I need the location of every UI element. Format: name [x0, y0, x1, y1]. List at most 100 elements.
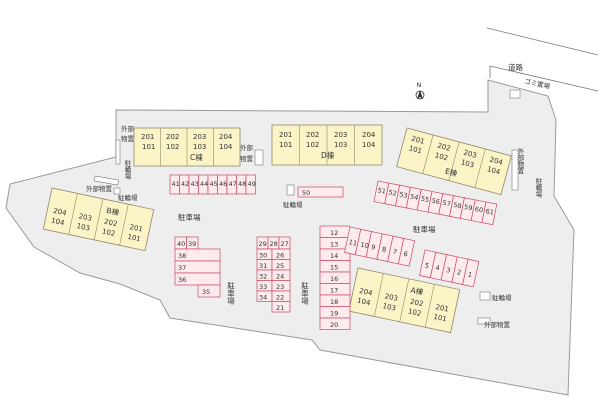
bike-parking-label: 駐輪場	[492, 293, 512, 302]
parking-block-21-34: 29 28 27 30 26 31 25 32 24 33 23 34 22 2…	[256, 236, 291, 313]
unit-label: 203	[463, 149, 478, 160]
parking-space-number: 27	[281, 240, 289, 248]
parking-space-number: 31	[259, 262, 267, 270]
parking-space-number: 37	[178, 264, 186, 272]
parking-space-number: 30	[259, 252, 267, 260]
parking-space-number: 59	[463, 203, 473, 212]
parking-space-number: 44	[200, 180, 208, 188]
parking-space-number: 41	[172, 180, 180, 188]
storage-bike-a: 駐輪場 外部物置	[477, 291, 512, 329]
parking-space-number: 55	[420, 195, 430, 204]
parking-space-number: 32	[259, 273, 267, 281]
parking-space-number: 48	[238, 180, 246, 188]
parking-space-number: 46	[219, 180, 227, 188]
parking-label: 駐車場	[178, 212, 201, 222]
storage-label: 物置	[121, 134, 135, 143]
bike-parking-label: 駐輪場	[123, 159, 131, 181]
bike-parking-label: 駐輪場	[118, 193, 138, 202]
parking-space-number: 53	[399, 190, 409, 199]
unit-label: 202	[166, 133, 179, 141]
parking-column-12-20: 12 13 14 15 16 17 18 19 20	[319, 225, 351, 330]
parking-space-number: 54	[409, 192, 419, 201]
unit-label: 104	[486, 165, 502, 176]
parking-space-number: 49	[248, 180, 256, 188]
road-label: 道路	[508, 62, 523, 72]
unit-label: 201	[129, 223, 144, 234]
parking-space-number: 13	[330, 241, 338, 249]
parking-space-number: 14	[330, 252, 338, 260]
unit-label: 202	[409, 298, 424, 309]
parking-space-number: 2	[456, 268, 462, 277]
parking-space-number: 6	[403, 250, 409, 259]
unit-label: 201	[141, 133, 154, 141]
parking-space-number: 40	[177, 240, 185, 248]
parking-space-number: 58	[453, 201, 463, 210]
parking-space-number: 16	[330, 275, 338, 283]
building-d: 201 101 202 102 203 103 204 104 D棟	[271, 124, 383, 166]
parking-space-number: 61	[485, 207, 495, 216]
storage-label: 外部物置	[516, 147, 524, 175]
storage-label: 外部	[121, 124, 135, 133]
unit-label: 204	[362, 131, 376, 139]
road: 道路	[486, 27, 599, 92]
parking-space-number: 17	[330, 287, 338, 295]
parking-space-number: 8	[381, 245, 387, 254]
compass-label: N	[417, 81, 422, 89]
unit-label: 202	[436, 142, 451, 153]
parking-space-number: 23	[276, 283, 284, 291]
unit-label: 202	[103, 218, 118, 229]
unit-label: 102	[166, 143, 179, 151]
building-c-label: C棟	[190, 152, 203, 162]
parking-space-number: 18	[330, 298, 338, 306]
unit-label: 201	[435, 303, 450, 314]
parking-space-number: 50	[302, 189, 310, 197]
unit-label: 103	[193, 143, 206, 151]
building-b: 204 104 203 103 202 102 201 101 B棟	[42, 187, 155, 252]
parking-space-number: 11	[348, 238, 358, 248]
unit-label: 101	[127, 233, 142, 244]
parking-space-number: 19	[330, 310, 338, 318]
parking-space-number: 43	[191, 180, 199, 188]
unit-label: 204	[52, 207, 67, 218]
parking-space-number: 21	[276, 304, 284, 312]
parking-label: 駐車場	[413, 224, 436, 234]
unit-label: 203	[78, 212, 93, 223]
unit-label: 204	[489, 156, 505, 167]
parking-space-number: 57	[442, 199, 452, 208]
building-e-label: E棟	[444, 166, 459, 179]
parking-space-number: 26	[276, 252, 284, 260]
building-d-label: D棟	[321, 150, 335, 160]
unit-label: 103	[382, 302, 397, 313]
unit-label: 204	[358, 287, 373, 298]
parking-space-number: 34	[259, 294, 267, 302]
parking-space-number: 42	[181, 180, 189, 188]
building-e: 201 101 202 102 203 103 204 104 E棟	[396, 127, 512, 196]
parking-space-number: 10	[360, 241, 370, 251]
parking-space-number: 12	[330, 229, 338, 237]
storage-bike-d: 外部 物置 駐輪場	[240, 143, 303, 209]
unit-label: 102	[101, 227, 116, 238]
parking-space-number: 9	[371, 243, 377, 252]
parking-space-number: 33	[259, 283, 267, 291]
garbage-label: ゴミ置場	[524, 76, 552, 91]
parking-space-number: 52	[388, 188, 398, 197]
storage-label: 外部	[240, 143, 254, 152]
building-a-label: A棟	[410, 285, 425, 298]
parking-space-number: 29	[259, 240, 267, 248]
parking-space-number: 47	[229, 180, 237, 188]
parking-space-number: 35	[202, 288, 210, 296]
north-arrow-icon: N	[415, 81, 425, 100]
parking-space-number: 20	[330, 321, 338, 329]
parking-space-number: 7	[392, 248, 398, 257]
unit-label: 104	[50, 217, 65, 228]
parking-space-number: 56	[431, 197, 441, 206]
storage-bike-b: 外部物置 駐輪場	[86, 175, 138, 202]
parking-space-number: 24	[276, 273, 284, 281]
parking-space-number: 1	[467, 271, 473, 280]
building-c: 201 101 202 102 203 103 204 104 C棟	[133, 127, 241, 167]
parking-space-number: 22	[276, 294, 284, 302]
storage-bike-c: 外部 物置 駐輪場	[115, 124, 135, 181]
unit-label: 101	[142, 143, 155, 151]
parking-space-number: 15	[330, 264, 338, 272]
parking-space-number: 28	[270, 240, 278, 248]
